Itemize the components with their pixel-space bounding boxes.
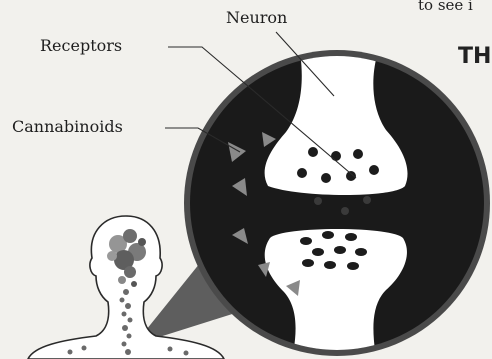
synapse-diagram — [0, 0, 492, 359]
